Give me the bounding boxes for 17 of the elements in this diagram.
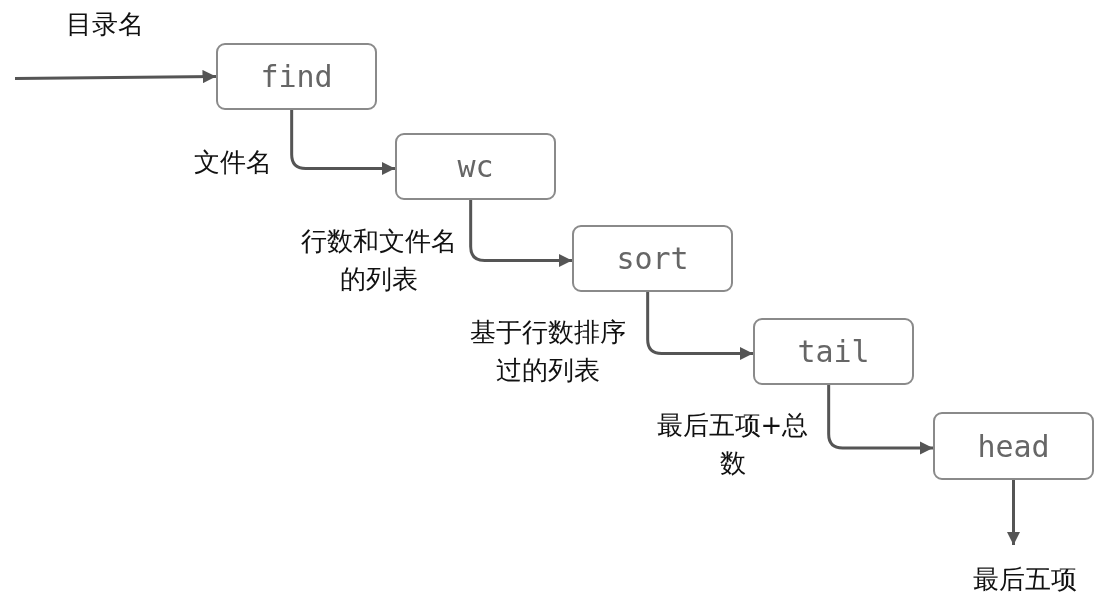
process-box: head [933, 412, 1094, 480]
arrow [15, 69, 216, 84]
process-box: tail [753, 318, 914, 385]
edge-label: 最后五项+总数 [655, 409, 810, 480]
arrow [469, 200, 572, 268]
edge-label: 行数和文件名的列表 [299, 225, 458, 296]
arrow [827, 385, 933, 455]
process-box: sort [572, 225, 733, 292]
arrow [646, 292, 753, 361]
edge-label: 文件名 [192, 146, 273, 179]
arrow [1006, 480, 1021, 545]
process-box: find [216, 43, 377, 110]
edge-label: 目录名 [65, 8, 145, 41]
process-box: wc [395, 133, 556, 200]
edge-label: 最后五项 [972, 563, 1078, 596]
arrow [290, 110, 395, 176]
edge-label: 基于行数排序过的列表 [468, 316, 627, 387]
